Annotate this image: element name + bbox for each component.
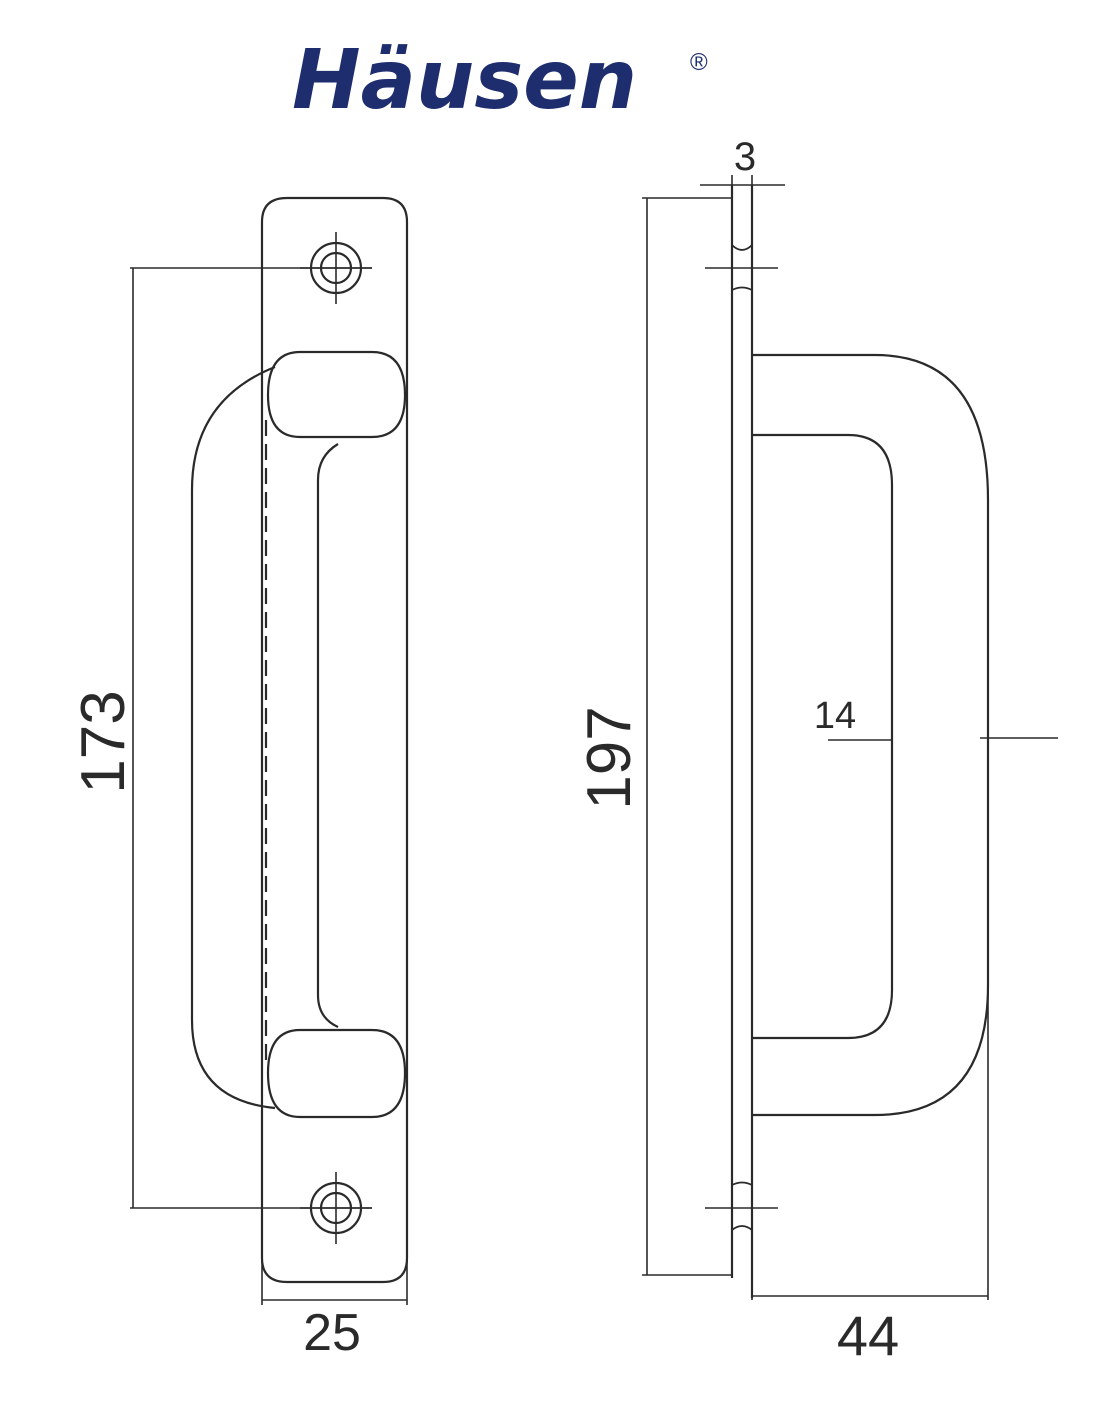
front-dimension-173 — [130, 267, 372, 1209]
front-dimension-25 — [261, 1260, 408, 1305]
side-thickness-label: 3 — [734, 135, 756, 179]
front-top-slot — [266, 350, 407, 439]
side-handle-outer — [752, 353, 990, 1117]
side-depth-label: 44 — [837, 1304, 899, 1367]
registered-mark: ® — [690, 49, 708, 76]
front-view — [130, 196, 409, 1305]
side-dimension-3 — [700, 175, 785, 195]
front-handle-outer — [190, 365, 276, 1110]
front-bottom-slot — [266, 1028, 407, 1119]
front-base-plate-outline — [260, 196, 409, 1284]
side-height-label: 197 — [575, 706, 644, 809]
front-height-label: 173 — [69, 690, 138, 793]
side-grip-label: 14 — [814, 695, 856, 737]
side-dimension-197 — [642, 197, 732, 1276]
side-view — [642, 175, 1058, 1300]
side-handle-inner — [752, 433, 894, 1040]
side-bottom-screw-icon — [705, 1181, 778, 1232]
side-dimension-44 — [751, 737, 1058, 1300]
brand-name: Häusen — [292, 33, 637, 128]
brand-logo: Häusen ® — [292, 33, 708, 128]
side-top-screw-icon — [705, 242, 778, 292]
front-width-label: 25 — [303, 1304, 361, 1362]
front-grip-inner — [316, 443, 339, 1029]
